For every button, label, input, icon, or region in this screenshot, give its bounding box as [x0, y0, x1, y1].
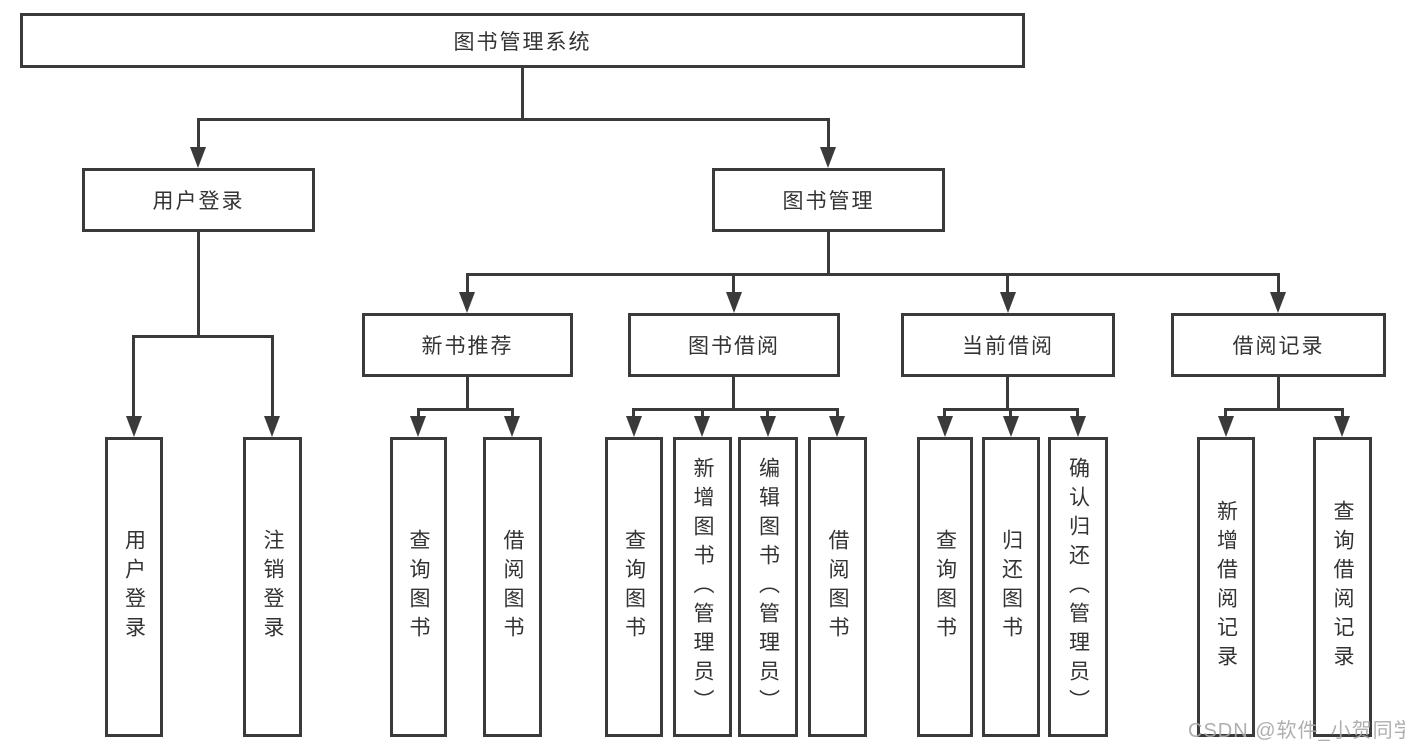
connector-line	[1224, 408, 1227, 417]
connector-line	[417, 408, 514, 411]
connector-line	[943, 408, 946, 417]
arrow-down-icon	[760, 416, 776, 437]
leaf-query-books-current-label: 查询图书	[933, 529, 957, 645]
leaf-user-login-label: 用户登录	[122, 529, 146, 645]
arrow-down-icon	[264, 416, 280, 437]
node-borrowing-records-label: 借阅记录	[1232, 335, 1325, 358]
node-root: 图书管理系统	[20, 13, 1025, 68]
arrow-down-icon	[410, 416, 426, 437]
connector-line	[1277, 377, 1280, 408]
node-current-borrowing-label: 当前借阅	[962, 335, 1054, 358]
connector-line	[466, 273, 1280, 276]
arrow-down-icon	[504, 416, 520, 437]
arrow-down-icon	[820, 147, 836, 168]
arrow-down-icon	[190, 147, 206, 168]
leaf-query-books-borrow: 查询图书	[605, 437, 663, 737]
arrow-down-icon	[694, 416, 710, 437]
arrow-down-icon	[726, 292, 742, 313]
connector-line	[1006, 273, 1009, 292]
connector-line	[197, 118, 830, 121]
leaf-borrow-books-label: 借阅图书	[826, 529, 849, 645]
node-new-book-recommend-label: 新书推荐	[421, 335, 514, 358]
leaf-query-borrow-record-label: 查询借阅记录	[1331, 500, 1354, 674]
node-current-borrowing: 当前借阅	[901, 313, 1115, 377]
connector-line	[1009, 408, 1012, 417]
arrow-down-icon	[1270, 292, 1286, 313]
leaf-query-books-borrow-label: 查询图书	[622, 529, 646, 645]
connector-line	[132, 335, 135, 417]
leaf-confirm-return-admin: 确认归还（管理员）	[1048, 437, 1108, 737]
arrow-down-icon	[1000, 292, 1016, 313]
connector-line	[766, 408, 769, 417]
connector-line	[836, 408, 839, 417]
arrow-down-icon	[937, 416, 953, 437]
leaf-edit-books-admin-label: 编辑图书（管理员）	[756, 456, 780, 718]
connector-line	[827, 232, 830, 273]
connector-line	[732, 273, 735, 292]
leaf-query-books-current: 查询图书	[917, 437, 973, 737]
csdn-watermark: CSDN @软件_小贺同学	[1188, 720, 1405, 742]
connector-line	[1076, 408, 1079, 417]
connector-line	[197, 118, 200, 148]
connector-line	[701, 408, 704, 417]
connector-line	[732, 377, 735, 408]
node-borrowing-records: 借阅记录	[1171, 313, 1386, 377]
arrow-down-icon	[626, 416, 642, 437]
leaf-add-books-admin-label: 新增图书（管理员）	[691, 456, 714, 718]
node-new-book-recommend: 新书推荐	[362, 313, 573, 377]
leaf-add-borrow-record: 新增借阅记录	[1197, 437, 1255, 737]
connector-line	[511, 408, 514, 417]
node-book-management: 图书管理	[712, 168, 945, 232]
connector-line	[1224, 408, 1344, 411]
node-user-login: 用户登录	[82, 168, 315, 232]
node-root-label: 图书管理系统	[453, 30, 592, 54]
leaf-return-books: 归还图书	[982, 437, 1040, 737]
node-user-login-label: 用户登录	[152, 190, 245, 213]
connector-line	[1006, 377, 1009, 408]
leaf-query-books-recommend: 查询图书	[390, 437, 447, 737]
arrow-down-icon	[1334, 416, 1350, 437]
leaf-borrow-books-recommend-label: 借阅图书	[501, 529, 524, 645]
leaf-confirm-return-admin-label: 确认归还（管理员）	[1066, 456, 1090, 718]
node-book-management-label: 图书管理	[782, 190, 875, 213]
leaf-query-books-recommend-label: 查询图书	[407, 529, 430, 645]
connector-line	[466, 273, 469, 292]
leaf-logout-label: 注销登录	[261, 529, 284, 645]
leaf-query-borrow-record: 查询借阅记录	[1313, 437, 1372, 737]
node-book-borrowing: 图书借阅	[628, 313, 840, 377]
arrow-down-icon	[1218, 416, 1234, 437]
connector-line	[466, 377, 469, 408]
connector-line	[1341, 408, 1344, 417]
connector-line	[521, 68, 524, 118]
leaf-add-books-admin: 新增图书（管理员）	[673, 437, 732, 737]
leaf-return-books-label: 归还图书	[999, 529, 1023, 645]
leaf-borrow-books-recommend: 借阅图书	[483, 437, 542, 737]
arrow-down-icon	[1070, 416, 1086, 437]
connector-line	[632, 408, 635, 417]
connector-line	[271, 335, 274, 417]
leaf-logout: 注销登录	[243, 437, 302, 737]
connector-line	[632, 408, 839, 411]
connector-line	[1277, 273, 1280, 292]
leaf-add-borrow-record-label: 新增借阅记录	[1214, 500, 1238, 674]
arrow-down-icon	[829, 416, 845, 437]
connector-line	[417, 408, 420, 417]
arrow-down-icon	[459, 292, 475, 313]
arrow-down-icon	[1003, 416, 1019, 437]
connector-line	[132, 335, 274, 338]
leaf-borrow-books: 借阅图书	[808, 437, 867, 737]
leaf-edit-books-admin: 编辑图书（管理员）	[738, 437, 798, 737]
node-book-borrowing-label: 图书借阅	[688, 335, 780, 358]
arrow-down-icon	[126, 416, 142, 437]
connector-line	[827, 118, 830, 148]
connector-line	[197, 232, 200, 335]
leaf-user-login: 用户登录	[105, 437, 163, 737]
